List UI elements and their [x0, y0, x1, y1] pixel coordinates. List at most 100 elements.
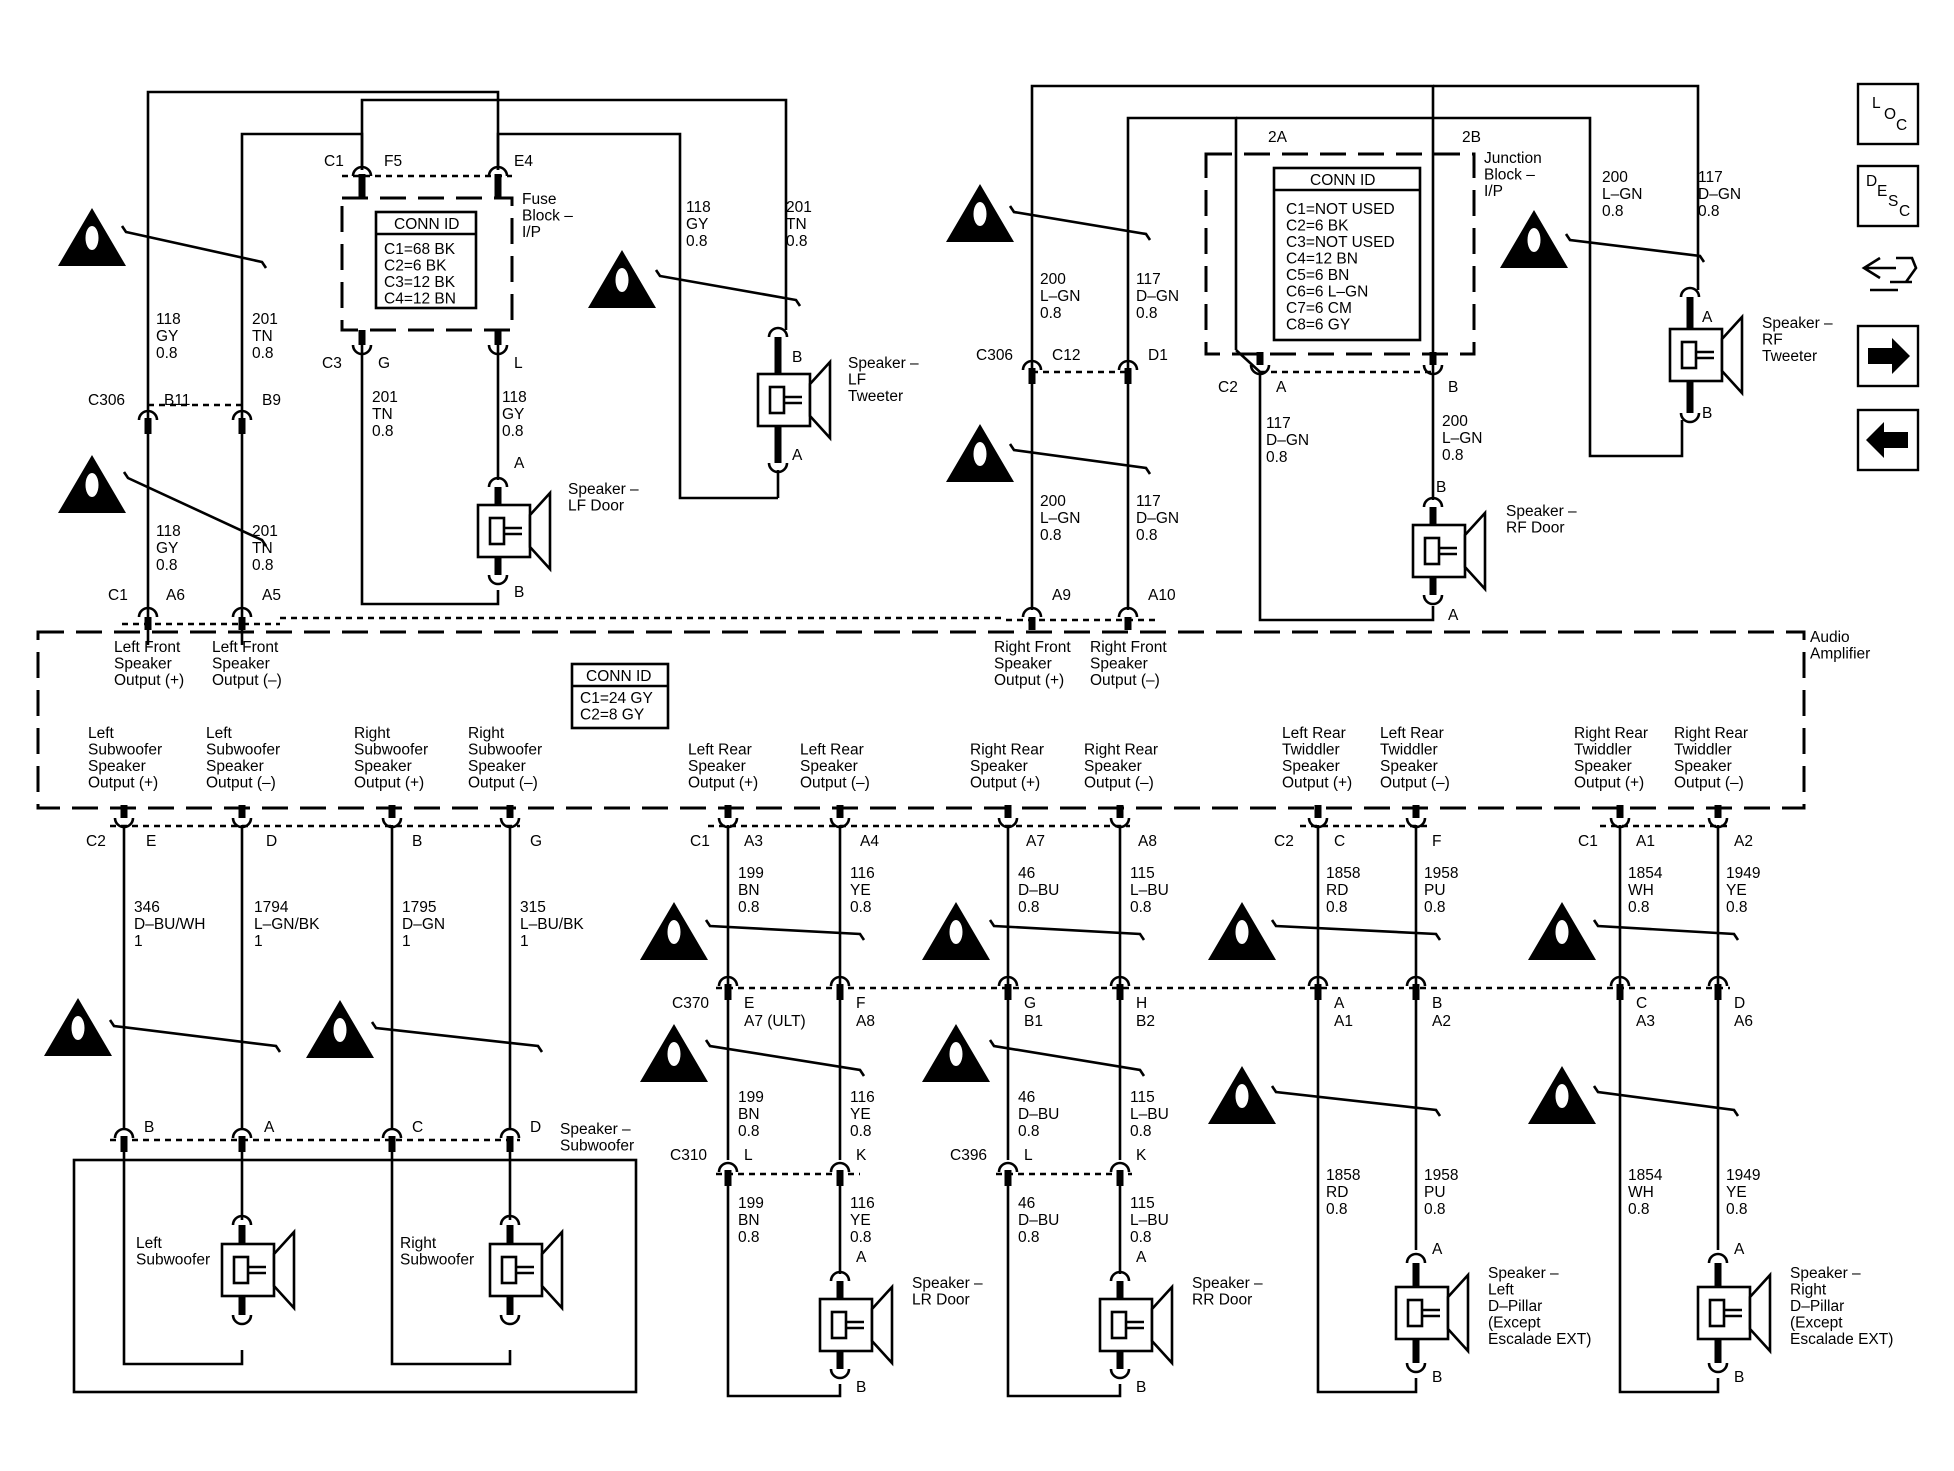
wire-circuit: 115 [1130, 865, 1155, 882]
audio-amplifier-outline [36, 630, 1806, 810]
amp-output-label: Right [354, 725, 391, 742]
pin-label: G [378, 355, 390, 372]
pin-label: D [530, 1119, 541, 1136]
warning-mark [615, 268, 629, 292]
warning-mark [85, 226, 99, 250]
wire-gauge: 0.8 [502, 423, 524, 440]
warning-icon [922, 1024, 1146, 1082]
loc-letter[interactable]: C [1896, 117, 1907, 134]
loc-button[interactable]: LOC [1856, 82, 1920, 146]
warning-icon [1208, 1066, 1442, 1124]
desc-letter[interactable]: C [1899, 203, 1910, 220]
previous-button[interactable] [1856, 408, 1920, 472]
lf-tweeter-label: LF [848, 372, 866, 389]
arrow-right-icon[interactable] [1868, 338, 1910, 374]
wire-color: GY [502, 406, 524, 423]
amp-output-label: Right Rear [1574, 725, 1648, 742]
desc-letter[interactable]: D [1866, 173, 1877, 190]
connector-pin [1679, 412, 1701, 424]
warning-icon [588, 250, 802, 308]
wire-gauge: 0.8 [1326, 1201, 1348, 1218]
warning-symbols [44, 184, 1740, 1124]
wire-color: D–BU [1018, 1106, 1059, 1123]
lf-tweeter-label: Speaker – [848, 355, 919, 372]
wire-118-gy [146, 90, 500, 645]
wiring-harness-icon[interactable] [1861, 256, 1918, 292]
pin-label: A7 (ULT) [744, 1013, 806, 1030]
wire-circuit: 1795 [402, 899, 436, 916]
wire-gauge: 0.8 [1040, 527, 1062, 544]
wire-gauge: 0.8 [372, 423, 394, 440]
wire-circuit: 346 [134, 899, 160, 916]
wire-color: GY [156, 540, 178, 557]
conn-id-entry: C5=6 BN [1286, 267, 1349, 284]
wire [390, 1152, 512, 1366]
wire-circuit: 116 [850, 865, 875, 882]
loc-button-frame[interactable] [1856, 82, 1920, 146]
speaker-cone [870, 1283, 894, 1367]
speaker-cone [540, 1228, 564, 1312]
wire-gauge: 1 [402, 933, 411, 950]
desc-letter[interactable]: S [1888, 193, 1898, 210]
warning-icon [1208, 902, 1442, 960]
wire-circuit: 200 [1442, 413, 1468, 430]
fuse-block-label: Block – [522, 208, 573, 225]
schematic-button[interactable] [1861, 256, 1918, 292]
conn-id-box [1272, 166, 1422, 342]
pin-label: C1 [324, 153, 344, 170]
connector-pin [717, 1161, 739, 1173]
wire [1618, 1250, 1720, 1394]
pin-label: A1 [1334, 1013, 1353, 1030]
amp-output-label: Twiddler [1674, 742, 1732, 759]
wire-circuit: 115 [1130, 1089, 1155, 1106]
connector-pin [1021, 359, 1043, 371]
speaker-cone [528, 489, 552, 573]
pin-label: A8 [856, 1013, 875, 1030]
arrow-left-icon[interactable] [1866, 422, 1908, 458]
twisted-pair-line [1270, 1085, 1442, 1117]
loc-letter[interactable]: L [1872, 95, 1881, 112]
wire-gauge: 0.8 [1136, 305, 1158, 322]
lf-tweeter-speaker-icon [756, 350, 832, 450]
wire-color: L–BU [1130, 1212, 1169, 1229]
wire-gauge: 0.8 [252, 557, 274, 574]
rf-door-speaker-icon [1411, 509, 1487, 593]
next-button[interactable] [1856, 324, 1920, 388]
pin-label: G [1024, 995, 1036, 1012]
wire-circuit: 118 [686, 199, 711, 216]
connector-pin [1117, 359, 1139, 371]
pin-label: C3 [322, 355, 342, 372]
pin-label: A3 [744, 833, 763, 850]
wire-circuit: 118 [156, 311, 181, 328]
wire-gauge: 0.8 [1130, 899, 1152, 916]
pin-label: D [266, 833, 277, 850]
speaker-coil [768, 385, 786, 415]
pin-label: C [412, 1119, 423, 1136]
desc-button-frame[interactable] [1856, 164, 1920, 228]
right-dpillar-speaker-icon [1696, 1271, 1772, 1355]
pin-label: A [1432, 1241, 1443, 1258]
warning-dot [670, 945, 678, 953]
conn-id-entry: C6=6 L–GN [1286, 284, 1368, 301]
warning-mark [949, 920, 963, 944]
wire-gauge: 0.8 [1424, 899, 1446, 916]
wire-circuit: 315 [520, 899, 546, 916]
pin-label: K [1136, 1147, 1147, 1164]
loc-letter[interactable]: O [1884, 106, 1896, 123]
desc-letter[interactable]: E [1877, 183, 1887, 200]
pin-label: B [1448, 379, 1458, 396]
wire-gauge: 0.8 [850, 899, 872, 916]
connector-pin [231, 1214, 253, 1226]
twisted-pair-line [704, 919, 866, 941]
subwoofer-label: Speaker – [560, 1121, 631, 1138]
wire-gauge: 0.8 [1424, 1201, 1446, 1218]
twisted-pair-line [370, 1021, 544, 1053]
pin-label: A [264, 1119, 275, 1136]
wire-color: D–GN [402, 916, 445, 933]
connector-pin [487, 165, 509, 177]
pin-label: C1 [108, 587, 128, 604]
amp-output-label: Output (–) [206, 775, 276, 792]
